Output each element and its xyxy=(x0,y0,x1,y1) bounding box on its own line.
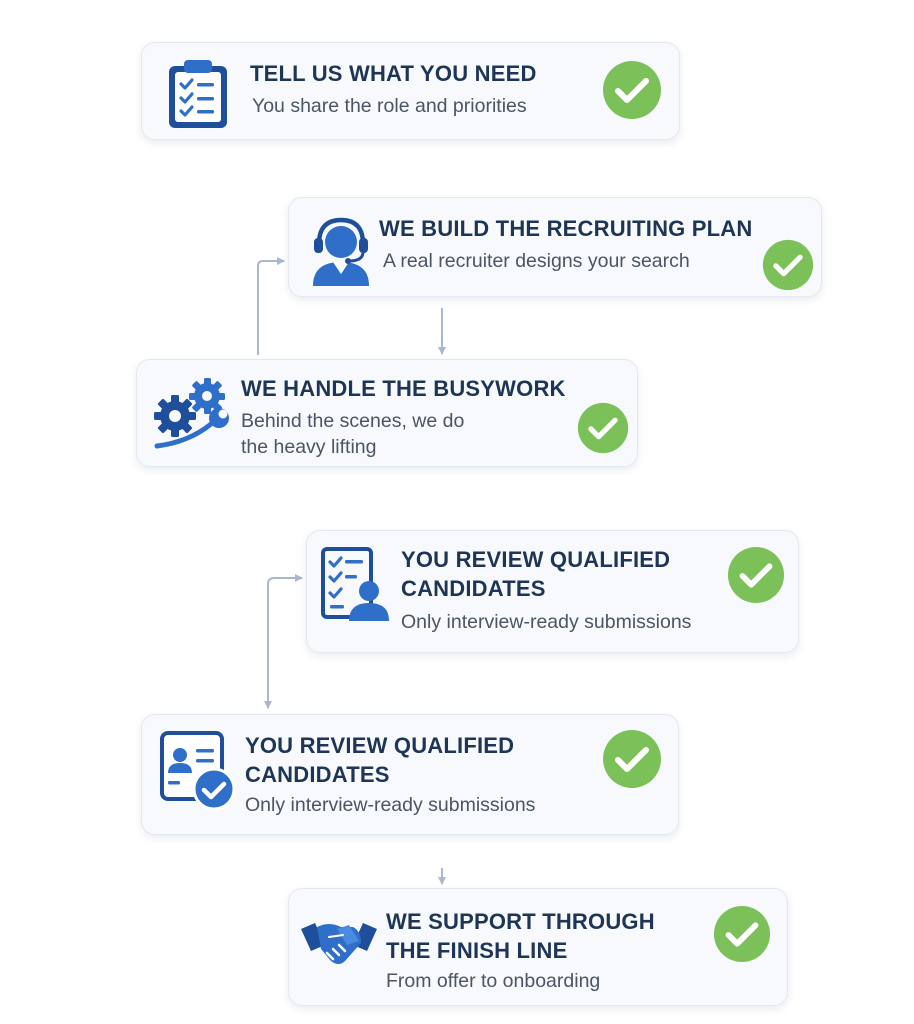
check-circle-icon xyxy=(713,905,771,963)
step-title: TELL US WHAT YOU NEED xyxy=(250,61,537,86)
step-card-tell-us: TELL US WHAT YOU NEED You share the role… xyxy=(141,42,680,140)
step-card-review-candidates-1: YOU REVIEW QUALIFIED CANDIDATES Only int… xyxy=(306,530,799,653)
connector-busywork-to-plan xyxy=(257,257,285,355)
step-title-line-2: CANDIDATES xyxy=(245,762,390,787)
handshake-icon xyxy=(301,923,377,964)
step-description: From offer to onboarding xyxy=(386,970,601,992)
step-title-line-2: CANDIDATES xyxy=(401,576,546,601)
check-circle-icon xyxy=(603,61,661,119)
step-title-line-2: THE FINISH LINE xyxy=(386,938,568,963)
check-circle-icon xyxy=(727,546,785,604)
recruiter-headset-icon xyxy=(313,217,369,286)
step-title: WE SUPPORT THROUGH xyxy=(386,909,655,934)
step-card-recruiting-plan: WE BUILD THE RECRUITING PLAN A real recr… xyxy=(288,197,822,297)
step-title: YOU REVIEW QUALIFIED xyxy=(245,733,515,758)
step-card-review-candidates-2: YOU REVIEW QUALIFIED CANDIDATES Only int… xyxy=(141,714,679,835)
step-description: You share the role and priorities xyxy=(252,95,527,117)
gears-wrench-icon xyxy=(154,378,229,449)
check-circle-icon xyxy=(603,730,661,788)
step-description: A real recruiter designs your search xyxy=(383,250,690,272)
step-title: WE BUILD THE RECRUITING PLAN xyxy=(379,216,753,241)
step-description: Only interview-ready submissions xyxy=(401,611,692,633)
candidate-checklist-icon xyxy=(321,547,389,621)
step-title: YOU REVIEW QUALIFIED xyxy=(401,547,671,572)
step-card-support-finish: WE SUPPORT THROUGH THE FINISH LINE From … xyxy=(288,888,788,1006)
step-title: WE HANDLE THE BUSYWORK xyxy=(241,376,566,401)
step-card-busywork: WE HANDLE THE BUSYWORK Behind the scenes… xyxy=(136,359,638,467)
step-description-line-2: the heavy lifting xyxy=(241,436,377,458)
connector-review1-to-review2 xyxy=(264,577,302,709)
check-circle-icon xyxy=(762,239,814,291)
clipboard-checklist-icon xyxy=(169,60,227,128)
step-description: Behind the scenes, we do xyxy=(241,410,465,432)
profile-verified-icon xyxy=(160,731,236,811)
check-circle-icon xyxy=(577,402,629,454)
step-description: Only interview-ready submissions xyxy=(245,794,536,816)
